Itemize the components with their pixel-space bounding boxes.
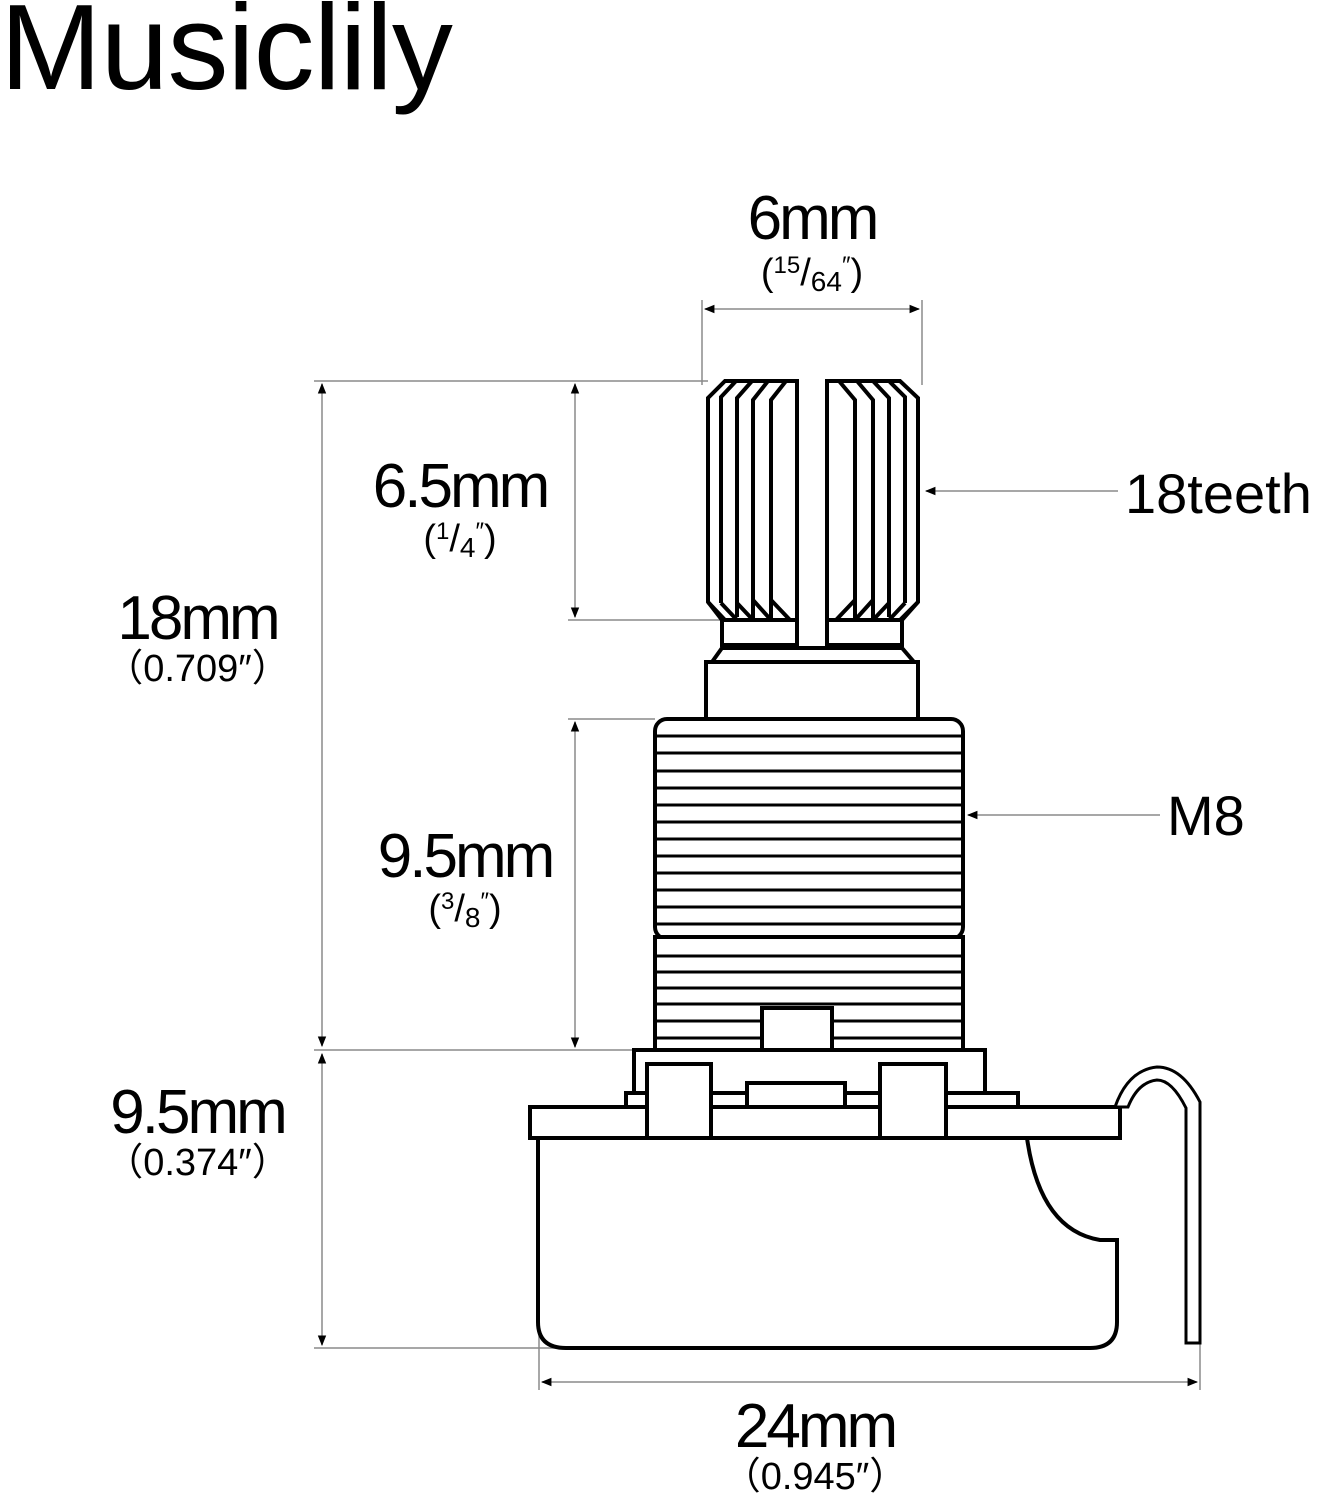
body-height-metric: 9.5mm [110, 1078, 287, 1147]
body-width-metric: 24mm [734, 1392, 898, 1461]
teeth-callout: 18teeth [1125, 462, 1312, 525]
knurled-shaft-left [706, 379, 799, 647]
total-height-imperial: （0.709″） [105, 648, 290, 690]
total-height-label: 18mm （0.709″） [90, 584, 305, 690]
mounting-flange [528, 1105, 1122, 1140]
center-block [745, 1081, 847, 1110]
shaft-diameter-label: 6mm (15/64″) [712, 188, 912, 296]
bushing-length-imperial: (3/8″) [428, 888, 502, 933]
knurled-shaft-right [825, 379, 920, 647]
body-can [536, 1136, 1119, 1350]
shaft-base [704, 660, 920, 721]
body-width-imperial: （0.945″） [722, 1456, 908, 1498]
knurl-length-metric: 6.5mm [372, 452, 550, 521]
thread-lines [657, 734, 961, 1040]
bushing-length-metric: 9.5mm [377, 822, 555, 891]
bushing-length-label: 9.5mm (3/8″) [355, 826, 575, 932]
body-width-label: 24mm （0.945″） [700, 1392, 930, 1498]
brand-logo: Musiclily [0, 0, 453, 115]
lug-left [645, 1062, 713, 1140]
body-height-imperial: （0.374″） [105, 1142, 290, 1184]
knurl-length-label: 6.5mm (1/4″) [350, 456, 570, 562]
ground-tab [1112, 1065, 1202, 1345]
knurl-length-imperial: (1/4″) [423, 518, 497, 563]
thread-callout: M8 [1167, 784, 1245, 847]
shaft-diameter-imperial: (15/64″) [760, 252, 864, 297]
total-height-metric: 18mm [117, 584, 280, 653]
shaft-collar [708, 646, 919, 664]
dimension-lines [314, 300, 1201, 1390]
lug-right [878, 1062, 948, 1140]
shaft-diameter-metric: 6mm [747, 184, 880, 253]
part-outline [528, 379, 1202, 1350]
body-height-label: 9.5mm （0.374″） [90, 1078, 305, 1184]
